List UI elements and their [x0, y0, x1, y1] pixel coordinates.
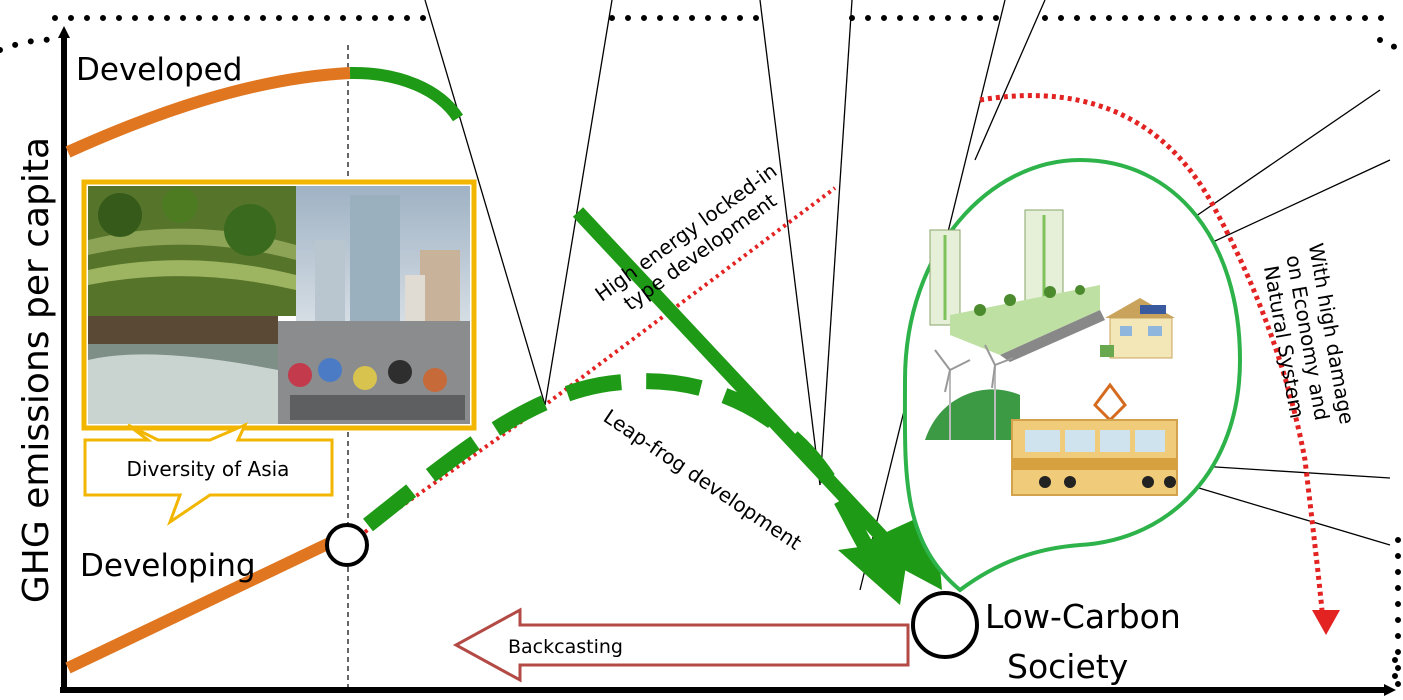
rice-terraces-photo: [88, 186, 296, 316]
high-damage-dotted-curve: [979, 93, 1325, 611]
callout-lines: [424, 0, 1391, 591]
dotted-frame: [0, 15, 1403, 693]
skyscrapers-photo: [296, 186, 470, 321]
locked-in-label: High energy locked-in type development: [590, 158, 781, 315]
asia-photo-collage: [81, 179, 477, 431]
developed-history-curve: [65, 67, 351, 158]
backcasting-label: Backcasting: [508, 636, 623, 658]
present-point-marker: [325, 523, 369, 567]
high-damage-label: With high damage on Economy and Natural …: [1259, 241, 1359, 426]
high-energy-arrow-shaft: [572, 207, 891, 545]
svg-text:High energy locked-in: High energy locked-in: [590, 158, 781, 306]
low-carbon-label-line1: Low-Carbon: [985, 597, 1181, 636]
lcs-speech-bubble: [902, 157, 1243, 593]
motorbike-traffic-photo: [278, 321, 470, 424]
tram-illustration: [1011, 382, 1178, 496]
low-carbon-label-line2: Society: [1007, 647, 1128, 686]
green-city-illustration: [929, 209, 1105, 362]
river-village-photo: [88, 316, 278, 424]
developed-label: Developed: [76, 52, 242, 88]
developed-future-curve: [349, 66, 464, 122]
backcasting-arrow: [452, 607, 910, 683]
developing-history-curve: [65, 532, 343, 674]
wind-turbines-illustration: [925, 344, 1020, 440]
developing-label: Developing: [80, 548, 256, 584]
solar-house-illustration: [1100, 298, 1175, 359]
diversity-label: Diversity of Asia: [127, 457, 290, 481]
diversity-callout: Diversity of Asia: [83, 422, 334, 526]
high-damage-arrowhead: [1312, 610, 1340, 635]
low-carbon-target-marker: [911, 591, 979, 659]
y-axis-label: GHG emissions per capita: [16, 137, 57, 603]
leapfrog-dashed-path: [363, 373, 875, 555]
